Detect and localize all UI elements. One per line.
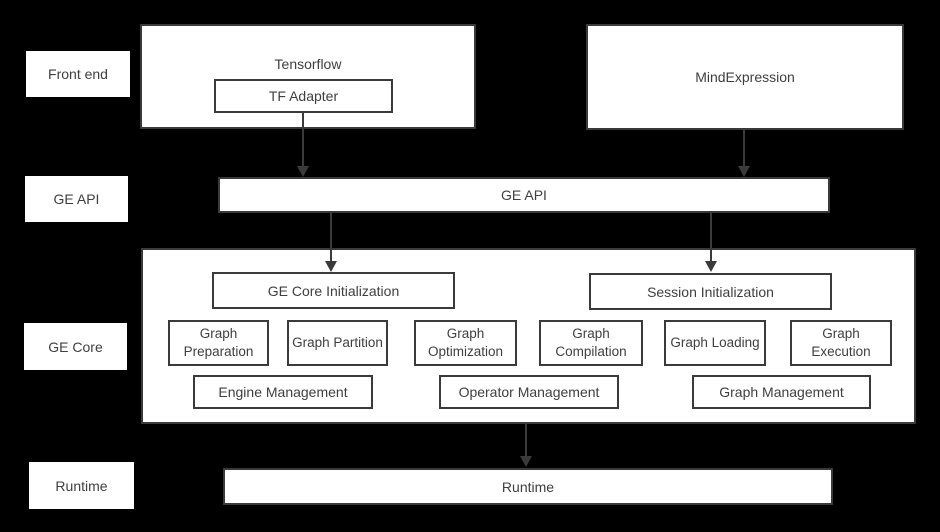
operator-management-box: Operator Management [439, 375, 619, 409]
engine-management-box: Engine Management [193, 375, 373, 409]
graph-management-box: Graph Management [692, 375, 871, 409]
ge-core-initialization-label: GE Core Initialization [267, 282, 400, 299]
graph-execution-label: Graph Execution [811, 326, 871, 359]
tf-adapter-box: TF Adapter [214, 79, 393, 113]
graph-loading-label: Graph Loading [670, 335, 760, 351]
arrow-mindexpression-to-ge-api [738, 130, 750, 177]
session-initialization-label: Session Initialization [647, 283, 774, 300]
graph-compilation-box: Graph Compilation [539, 320, 643, 366]
arrow-ge-core-to-runtime [520, 424, 532, 467]
row-label-ge-core: GE Core [24, 323, 127, 370]
row-label-ge-api: GE API [25, 176, 128, 222]
tensorflow-box: Tensorflow TF Adapter [140, 24, 476, 129]
graph-preparation-label: Graph Preparation [183, 326, 254, 359]
session-initialization-box: Session Initialization [589, 273, 832, 310]
graph-management-label: Graph Management [719, 384, 844, 400]
ge-core-box: GE Core Initialization Session Initializ… [141, 248, 916, 424]
tf-adapter-label: TF Adapter [268, 88, 339, 104]
ge-api-bar-label: GE API [501, 187, 547, 203]
graph-compilation-label: Graph Compilation [555, 326, 627, 359]
row-label-runtime: Runtime [29, 462, 134, 509]
ge-api-bar: GE API [218, 177, 830, 213]
graph-partition-label: Graph Partition [292, 335, 383, 351]
arrow-ge-api-to-session-initialization [705, 213, 717, 272]
runtime-bar: Runtime [223, 468, 833, 505]
graph-execution-box: Graph Execution [790, 320, 892, 366]
graph-loading-box: Graph Loading [664, 320, 766, 366]
row-label-front-end: Front end [26, 51, 130, 97]
graph-optimization-label: Graph Optimization [427, 326, 504, 359]
mindexpression-label: MindExpression [695, 69, 795, 85]
graph-partition-box: Graph Partition [287, 320, 388, 366]
mindexpression-box: MindExpression [586, 24, 904, 130]
operator-management-label: Operator Management [458, 384, 600, 400]
arrow-tf-adapter-to-ge-api [297, 113, 309, 177]
engine-management-label: Engine Management [218, 384, 348, 400]
graph-optimization-box: Graph Optimization [414, 320, 517, 366]
runtime-bar-label: Runtime [501, 478, 555, 495]
arrow-ge-api-to-ge-core-initialization [325, 213, 337, 272]
tensorflow-label: Tensorflow [274, 56, 342, 72]
ge-core-initialization-box: GE Core Initialization [212, 272, 455, 309]
graph-preparation-box: Graph Preparation [168, 320, 269, 366]
